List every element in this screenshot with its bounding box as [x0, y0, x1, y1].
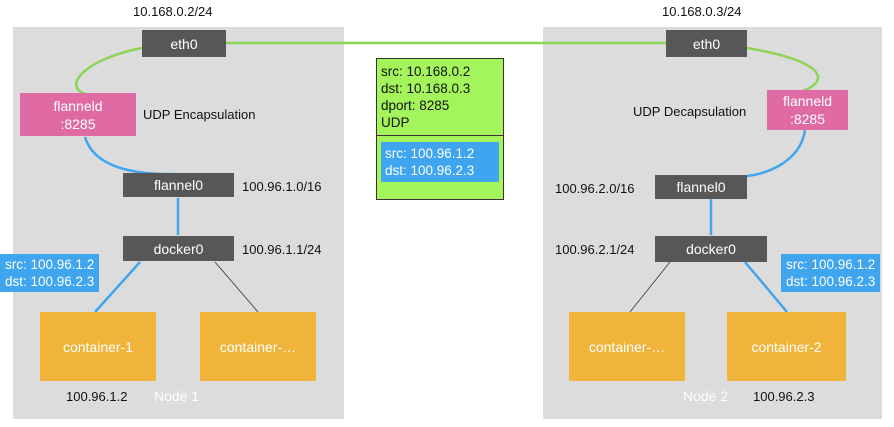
node2-flanneld-name: flanneld	[782, 93, 833, 109]
node2-udp-label: UDP Decapsulation	[633, 104, 747, 119]
node2-flanneld-flannel-line	[746, 129, 807, 178]
node2-docker-containerdots-line	[629, 261, 671, 313]
node2-container-dots: container-…	[569, 312, 685, 381]
packet-outer-src: src: 10.168.0.2	[381, 64, 471, 79]
node1-container-ip: 100.96.1.2	[66, 389, 128, 404]
node2-name: Node 2	[683, 388, 729, 404]
node1-flanneld-box: flanneld :8285	[20, 93, 136, 136]
encapsulated-packet: src: 10.168.0.2 dst: 10.168.0.3 dport: 8…	[376, 58, 504, 200]
node1-udp-label: UDP Encapsulation	[143, 107, 256, 122]
packet-outer-proto: UDP	[381, 115, 410, 130]
node1-eth-flanneld-line	[75, 46, 143, 97]
node2-eth-ip: 10.168.0.3/24	[662, 4, 742, 19]
node1-docker-container2-line	[214, 261, 259, 313]
node1-container-2: container-…	[200, 312, 316, 381]
node2-packet-dst: dst: 100.96.2.3	[786, 274, 876, 289]
packet-outer-header: src: 10.168.0.2 dst: 10.168.0.3 dport: 8…	[377, 59, 503, 131]
packet-inner-src: src: 100.96.1.2	[385, 146, 475, 161]
packet-inner-dst: dst: 100.96.2.3	[385, 163, 475, 178]
node2-eth-flanneld-line	[746, 46, 820, 94]
node1-flannel-cidr: 100.96.1.0/16	[242, 179, 322, 194]
node1-name: Node 1	[154, 388, 200, 404]
node1-packet-src: src: 100.96.1.2	[5, 257, 95, 272]
node1-docker0-box: docker0	[123, 236, 234, 261]
node1-docker-ip: 100.96.1.1/24	[242, 242, 322, 257]
node2-container-2: container-2	[727, 312, 846, 381]
packet-inner-payload: src: 100.96.1.2 dst: 100.96.2.3	[381, 142, 499, 182]
packet-divider	[377, 135, 503, 136]
node2-packet-src: src: 100.96.1.2	[786, 257, 876, 272]
node1-eth0-box: eth0	[142, 30, 226, 57]
node1-container-1: container-1	[40, 312, 156, 381]
node2-flanneld-box: flanneld :8285	[767, 90, 848, 130]
node2-flannel0-box: flannel0	[655, 175, 747, 199]
node1-packet-dst: dst: 100.96.2.3	[5, 274, 95, 289]
node2-eth0-box: eth0	[666, 30, 747, 57]
packet-outer-dport: dport: 8285	[381, 98, 450, 113]
node2-docker0-box: docker0	[655, 236, 767, 262]
packet-outer-dst: dst: 10.168.0.3	[381, 81, 471, 96]
node1-packet-tag: src: 100.96.1.2 dst: 100.96.2.3	[0, 254, 100, 292]
node1-docker-container1-line	[94, 261, 141, 313]
node2-container-ip: 100.96.2.3	[753, 389, 815, 404]
node1-flannel0-box: flannel0	[123, 173, 234, 197]
node2-docker-ip: 100.96.2.1/24	[555, 242, 635, 257]
node1-flanneld-flannel-line	[83, 136, 179, 176]
node1-eth-ip: 10.168.0.2/24	[133, 4, 213, 19]
node2-flannel-cidr: 100.96.2.0/16	[555, 181, 635, 196]
node1-flanneld-name: flanneld	[53, 97, 103, 114]
node2-docker-container2-line	[744, 261, 788, 313]
node1-flanneld-port: :8285	[60, 115, 96, 132]
node2-flanneld-port: :8285	[789, 111, 826, 127]
node2-packet-tag: src: 100.96.1.2 dst: 100.96.2.3	[781, 254, 881, 292]
